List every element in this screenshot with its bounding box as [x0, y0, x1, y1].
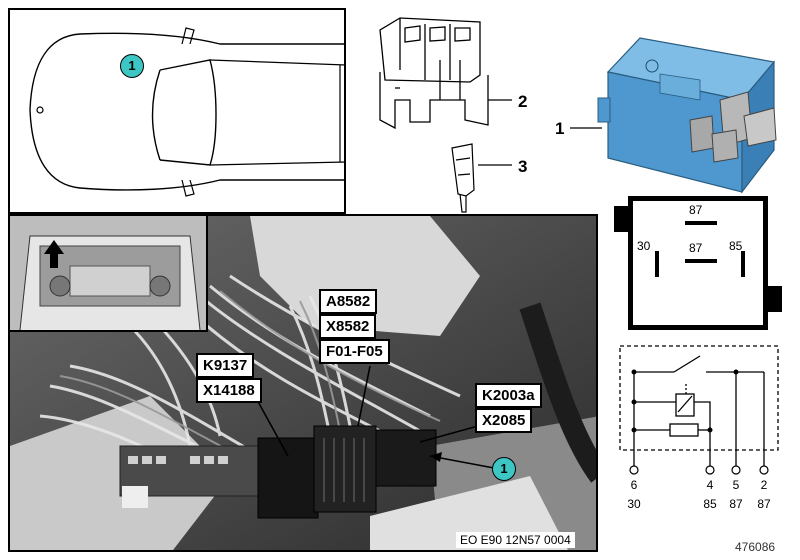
label-x2085: X2085 — [475, 408, 533, 433]
schematic-pin-number: 2 — [760, 478, 768, 492]
pin-87-top-label: 87 — [689, 203, 703, 217]
schematic-pin-number: 4 — [706, 478, 714, 492]
photo-location-callout: 1 — [492, 457, 516, 481]
label-a8582: A8582 — [319, 289, 378, 314]
engine-bay-photo: 1 EO E90 12N57 0004 — [8, 214, 598, 552]
symbol-left-tab — [614, 206, 628, 232]
socket-housing-drawing — [379, 17, 512, 130]
label-k2003a: K2003a — [475, 383, 542, 408]
reference-number: 476086 — [735, 540, 776, 554]
inset-arrow-stem — [50, 254, 58, 268]
label-f01-f05: F01-F05 — [319, 339, 390, 364]
symbol-right-tab — [768, 286, 782, 312]
car-location-callout: 1 — [120, 54, 144, 78]
pin-30-bar — [655, 251, 659, 277]
pin-87-center-bar — [685, 259, 717, 263]
socket-part-number: 2 — [518, 92, 528, 111]
pin-85-label: 85 — [729, 239, 743, 253]
schematic-pin-terminal: 87 — [729, 497, 743, 511]
schematic-pin-terminal: 87 — [757, 497, 771, 511]
label-x14188: X14188 — [196, 378, 262, 403]
label-x8582: X8582 — [319, 314, 377, 339]
label-k9137: K9137 — [196, 353, 255, 378]
schematic-pin-number: 6 — [630, 478, 638, 492]
car-location-panel: 1 — [8, 8, 347, 214]
relay-pin-symbol: 87 30 87 85 — [628, 196, 768, 330]
terminal-drawing — [451, 143, 512, 213]
schematic-pin-terminal: 30 — [627, 497, 641, 511]
inset-arrow-up-icon — [44, 240, 64, 254]
relay-body — [597, 37, 777, 194]
inset-drawing — [10, 216, 206, 330]
schematic-pin-terminal: 85 — [703, 497, 717, 511]
photo-caption: EO E90 12N57 0004 — [456, 532, 575, 548]
pin-87-center-label: 87 — [689, 241, 703, 255]
engine-bay-inset — [10, 216, 208, 332]
car-outline-drawing — [29, 27, 347, 197]
pin-87-top-bar — [685, 221, 717, 225]
relay-part-number: 1 — [555, 119, 565, 138]
terminal-part-number: 3 — [518, 157, 528, 176]
pin-30-label: 30 — [637, 239, 651, 253]
pin-85-bar — [741, 251, 745, 277]
schematic-pin-number: 5 — [732, 478, 740, 492]
